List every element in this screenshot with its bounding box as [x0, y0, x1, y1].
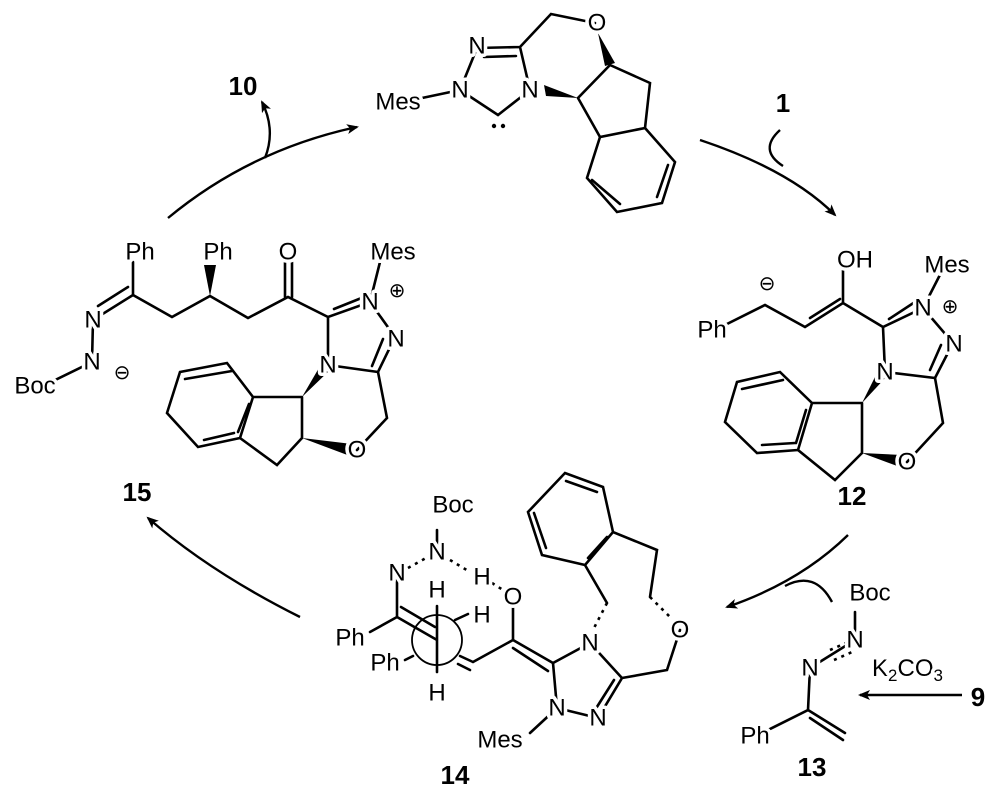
arrow-release-10: [260, 100, 271, 159]
atom-n: N: [319, 352, 336, 379]
atom-n: N: [876, 359, 893, 386]
boc-label: Boc: [849, 580, 890, 607]
compound-label-13: 13: [798, 752, 827, 782]
ph-label: Ph: [335, 625, 364, 652]
atom-n: N: [388, 560, 405, 587]
ring-bonds: [526, 471, 682, 735]
atom-n: N: [521, 77, 538, 104]
atom-n: N: [801, 655, 818, 682]
ph-label: Ph: [370, 650, 399, 677]
compound-14: Boc N N H O H H H Ph Ph N N N O Mes 14: [332, 471, 693, 790]
wedge-bond: [598, 33, 615, 66]
newman-projection-circle: [411, 614, 463, 666]
mes-label: Mes: [370, 239, 415, 266]
arrow-14-to-15: [146, 516, 301, 619]
ph-label: Ph: [203, 239, 232, 266]
base-k: K: [872, 655, 888, 682]
mes-label: Mes: [477, 727, 522, 754]
atom-o: O: [504, 584, 523, 611]
bonds: [43, 260, 397, 387]
atom-n: N: [945, 331, 962, 358]
arrow-add-13: [784, 579, 834, 603]
negative-charge-icon: ⊖: [114, 360, 131, 384]
compound-label-14: 14: [441, 760, 470, 790]
base-label: K2CO3: [872, 655, 943, 685]
compound-15: Ph Ph O Mes N ⊕ N N O N N ⊖ Boc 15: [11, 235, 419, 507]
wedge-bond: [204, 265, 216, 296]
base-subscript: 3: [933, 666, 942, 685]
atom-n: N: [589, 705, 606, 732]
wedge-bond: [302, 361, 331, 397]
atom-o: O: [671, 617, 690, 644]
atom-n: N: [548, 695, 565, 722]
atom-n: N: [387, 326, 404, 353]
atom-h: H: [428, 577, 445, 604]
bonds: [420, 12, 652, 139]
bonds: [713, 260, 955, 380]
atom-o: O: [898, 449, 917, 476]
compound-label-10: 10: [229, 71, 258, 101]
oh-label: OH: [837, 247, 873, 274]
base-subscript: 2: [888, 666, 897, 685]
atom-n-minus: N: [83, 349, 100, 376]
bonds: [756, 610, 857, 742]
nhc-catalyst: Mes N N N O: [372, 6, 677, 214]
atom-n: N: [428, 539, 445, 566]
mes-label: Mes: [924, 252, 969, 279]
atom-h: H: [473, 602, 490, 629]
indane-bonds: [165, 361, 389, 467]
atom-o: O: [279, 239, 298, 266]
negative-charge-icon: ⊖: [759, 271, 776, 295]
atom-o: O: [588, 10, 607, 37]
positive-charge-icon: ⊕: [942, 294, 959, 318]
arrow-add-1: [768, 129, 784, 168]
compound-13: Boc N N Ph 13: [737, 576, 894, 782]
wedge-bond: [302, 438, 352, 456]
atom-n: N: [451, 77, 468, 104]
atom-n-plus: N: [914, 295, 931, 322]
mes-label: Mes: [375, 89, 420, 116]
positive-charge-icon: ⊕: [389, 278, 406, 302]
carbene-lone-pair-dot: [500, 123, 506, 129]
atom-o: O: [348, 437, 367, 464]
hydrogen-bonds: [407, 556, 504, 592]
ph-label: Ph: [697, 317, 726, 344]
compound-label-15: 15: [123, 477, 152, 507]
wedge-bond: [544, 85, 578, 98]
ph-label: Ph: [125, 239, 154, 266]
arrow-catalyst-to-12: [699, 138, 837, 217]
atom-h: H: [428, 680, 445, 707]
atom-h: H: [473, 564, 490, 591]
atom-n-plus: N: [361, 289, 378, 316]
benzene-ring: [585, 126, 677, 214]
base-co: CO: [897, 655, 933, 682]
arrow-12-to-14: [725, 534, 849, 609]
compound-12: ⊖ Ph OH Mes N ⊕ N N O 12: [694, 243, 973, 511]
atom-n: N: [468, 33, 485, 60]
boc-label: Boc: [14, 373, 55, 400]
indane-bonds: [723, 370, 945, 482]
carbene-lone-pair-dot: [491, 123, 497, 129]
wedge-bond: [862, 367, 888, 403]
azo-double-bond: [829, 640, 853, 662]
atom-n: N: [84, 307, 101, 334]
compound-label-1: 1: [776, 88, 790, 118]
ph-label: Ph: [740, 723, 769, 750]
compound-label-12: 12: [838, 481, 867, 511]
wedge-bond: [862, 453, 902, 467]
cycle-arrows: [146, 100, 962, 700]
arrow-15-to-catalyst: [167, 124, 359, 219]
bonds: [368, 528, 555, 674]
boc-label: Boc: [432, 492, 473, 519]
atom-n: N: [846, 627, 863, 654]
atom-n: N: [581, 630, 598, 657]
compound-label-9: 9: [971, 682, 985, 712]
